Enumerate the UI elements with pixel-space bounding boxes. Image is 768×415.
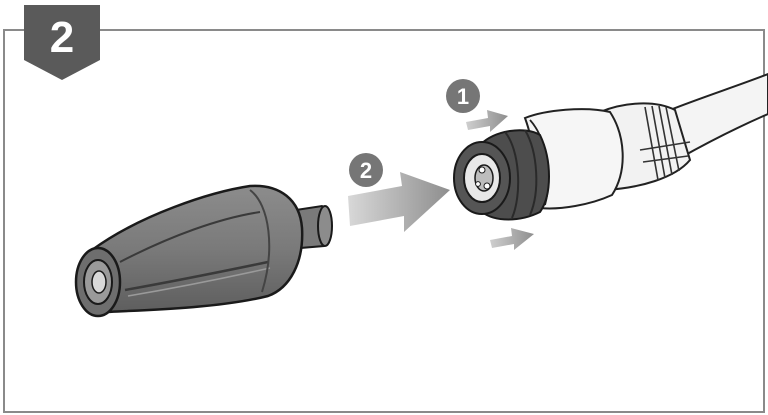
push-arrow-icon <box>348 172 450 232</box>
callout-2-label: 2 <box>360 158 372 183</box>
frame-border <box>3 29 765 413</box>
callout-2: 2 <box>349 153 383 187</box>
step-number: 2 <box>50 13 74 62</box>
pull-back-arrow-icon <box>466 110 534 250</box>
hose-coupling-icon <box>453 72 768 221</box>
step-badge-icon: 2 <box>24 5 100 80</box>
callout-1-label: 1 <box>457 84 469 109</box>
callout-1: 1 <box>446 79 480 113</box>
turbo-nozzle-icon <box>74 184 333 318</box>
